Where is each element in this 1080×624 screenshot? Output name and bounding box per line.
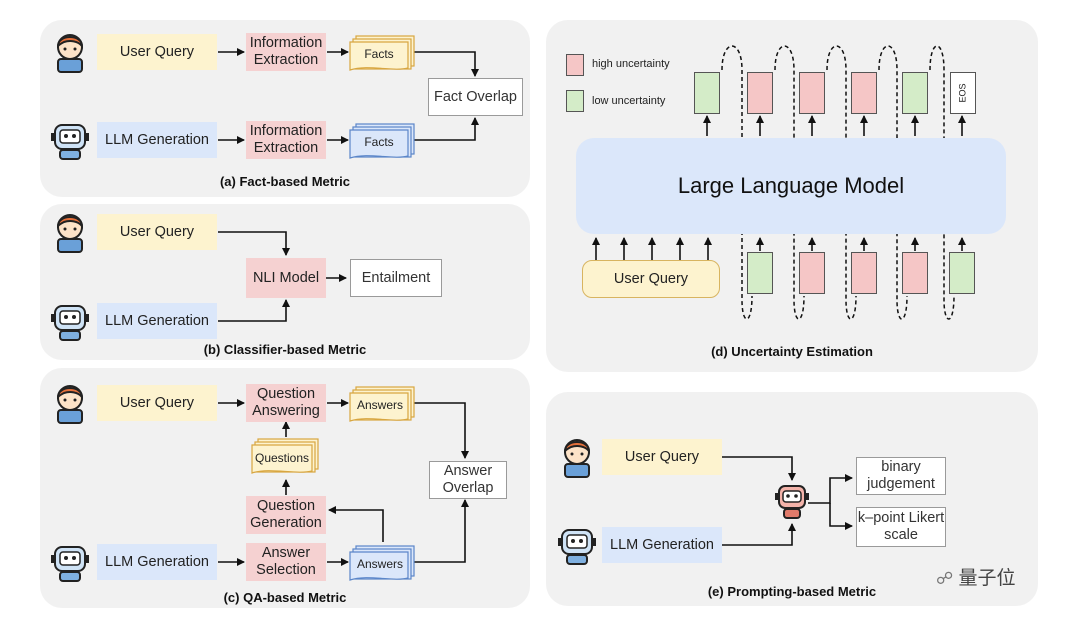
robot-avatar-icon [49, 300, 91, 347]
watermark: ☍ 量子位 [936, 563, 1016, 590]
user-avatar-icon [50, 32, 90, 79]
user-query-box: User Query [97, 214, 217, 250]
caption-classifier-based: (b) Classifier-based Metric [203, 342, 367, 357]
large-language-model: Large Language Model [576, 138, 1006, 234]
legend-high-label: high uncertainty [592, 58, 670, 70]
input-token-high [799, 252, 825, 294]
input-token-low [949, 252, 975, 294]
input-token-high [902, 252, 928, 294]
legend-high-swatch [566, 54, 584, 76]
user-avatar-icon [50, 212, 90, 259]
caption-uncertainty: (d) Uncertainty Estimation [711, 344, 873, 359]
user-query-box: User Query [97, 385, 217, 421]
llm-generation-box: LLM Generation [97, 544, 217, 580]
question-answering-box: Question Answering [246, 384, 326, 422]
output-token-high [747, 72, 773, 114]
robot-avatar-icon [49, 119, 91, 166]
legend-low-label: low uncertainty [592, 95, 666, 107]
user-avatar-icon [50, 383, 90, 430]
answer-overlap-box: Answer Overlap [429, 461, 507, 499]
binary-judgement-box: binary judgement [856, 457, 946, 495]
answers-doc: Answers [356, 398, 403, 412]
answers-doc-stack-icon [349, 545, 415, 581]
answer-selection-box: Answer Selection [246, 543, 326, 581]
eos-token: EOS [950, 72, 976, 114]
facts-doc: Facts [364, 47, 394, 61]
nli-model-box: NLI Model [246, 258, 326, 298]
llm-generation-box: LLM Generation [97, 122, 217, 158]
wechat-icon: ☍ [936, 569, 954, 588]
output-token-low [694, 72, 720, 114]
caption-fact-based: (a) Fact-based Metric [219, 174, 351, 189]
output-token-high [799, 72, 825, 114]
caption-prompting-based: (e) Prompting-based Metric [707, 584, 877, 599]
question-generation-box: Question Generation [246, 496, 326, 534]
caption-qa-based: (c) QA-based Metric [223, 590, 347, 605]
user-avatar-icon [557, 437, 597, 484]
eos-label: EOS [957, 83, 968, 103]
judge-robot-icon [774, 482, 810, 529]
fact-overlap-box: Fact Overlap [428, 78, 523, 116]
questions-doc: Questions [254, 451, 310, 465]
output-token-high [851, 72, 877, 114]
information-extraction-box: Information Extraction [246, 121, 326, 159]
user-query-box: User Query [97, 34, 217, 70]
entailment-box: Entailment [350, 259, 442, 297]
information-extraction-box: Information Extraction [246, 33, 326, 71]
input-token-low [747, 252, 773, 294]
legend-low-swatch [566, 90, 584, 112]
facts-doc-stack-icon [349, 123, 415, 159]
user-query-box: User Query [582, 260, 720, 298]
answers-doc: Answers [356, 557, 403, 571]
facts-doc: Facts [364, 135, 394, 149]
llm-generation-box: LLM Generation [97, 303, 217, 339]
user-query-box: User Query [602, 439, 722, 475]
likert-scale-box: k–point Likert scale [856, 507, 946, 547]
robot-avatar-icon [49, 541, 91, 588]
watermark-text: 量子位 [958, 568, 1016, 589]
llm-generation-box: LLM Generation [602, 527, 722, 563]
answers-doc-stack-icon [349, 386, 415, 422]
output-token-low [902, 72, 928, 114]
facts-doc-stack-icon [349, 35, 415, 71]
input-token-high [851, 252, 877, 294]
robot-avatar-icon [556, 524, 598, 571]
questions-doc-stack-icon [251, 438, 319, 474]
